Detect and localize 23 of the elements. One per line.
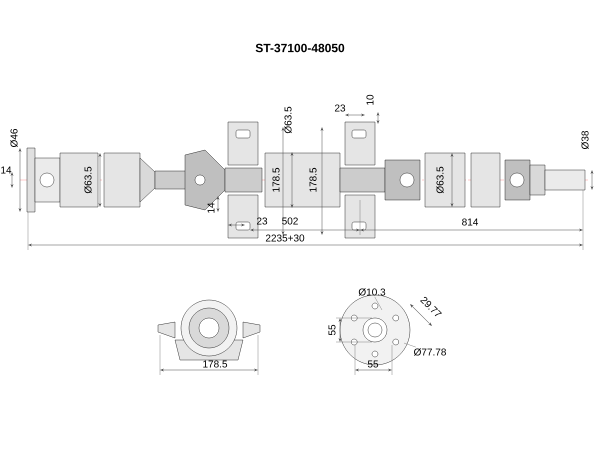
dimension-label: 178.5 [203, 360, 228, 368]
dimension-label: Ø63.5 [284, 106, 292, 134]
dimension-label: Ø77.78 [414, 348, 446, 356]
dimension-label: Ø63.5 [436, 166, 444, 194]
dimension-label: Ø38 [581, 130, 589, 150]
dimension-label: 55 [368, 360, 378, 368]
dimension-label: 814 [462, 218, 478, 226]
dimension-label: Ø10.3 [358, 288, 386, 296]
dimension-label: 10 [366, 94, 374, 105]
part-number: ST-37100-48050 [256, 44, 344, 52]
leader-line [404, 342, 416, 348]
dimension-label: Ø63.5 [84, 166, 92, 194]
dimension-label: 14 [208, 202, 214, 213]
dimension-label: Ø46 [10, 128, 18, 148]
leader-line [374, 296, 382, 310]
dimension-label: 14 [1, 166, 12, 174]
dimension-label: 178.5 [309, 168, 317, 192]
dimension-label: 55 [328, 324, 336, 336]
dimension-label: 502 [282, 217, 298, 225]
dimension-label: 2235+30 [266, 234, 304, 242]
dimension-label: 23 [256, 217, 268, 225]
dimension-label: 178.5 [272, 168, 280, 192]
dimension-label: 23 [334, 104, 346, 112]
